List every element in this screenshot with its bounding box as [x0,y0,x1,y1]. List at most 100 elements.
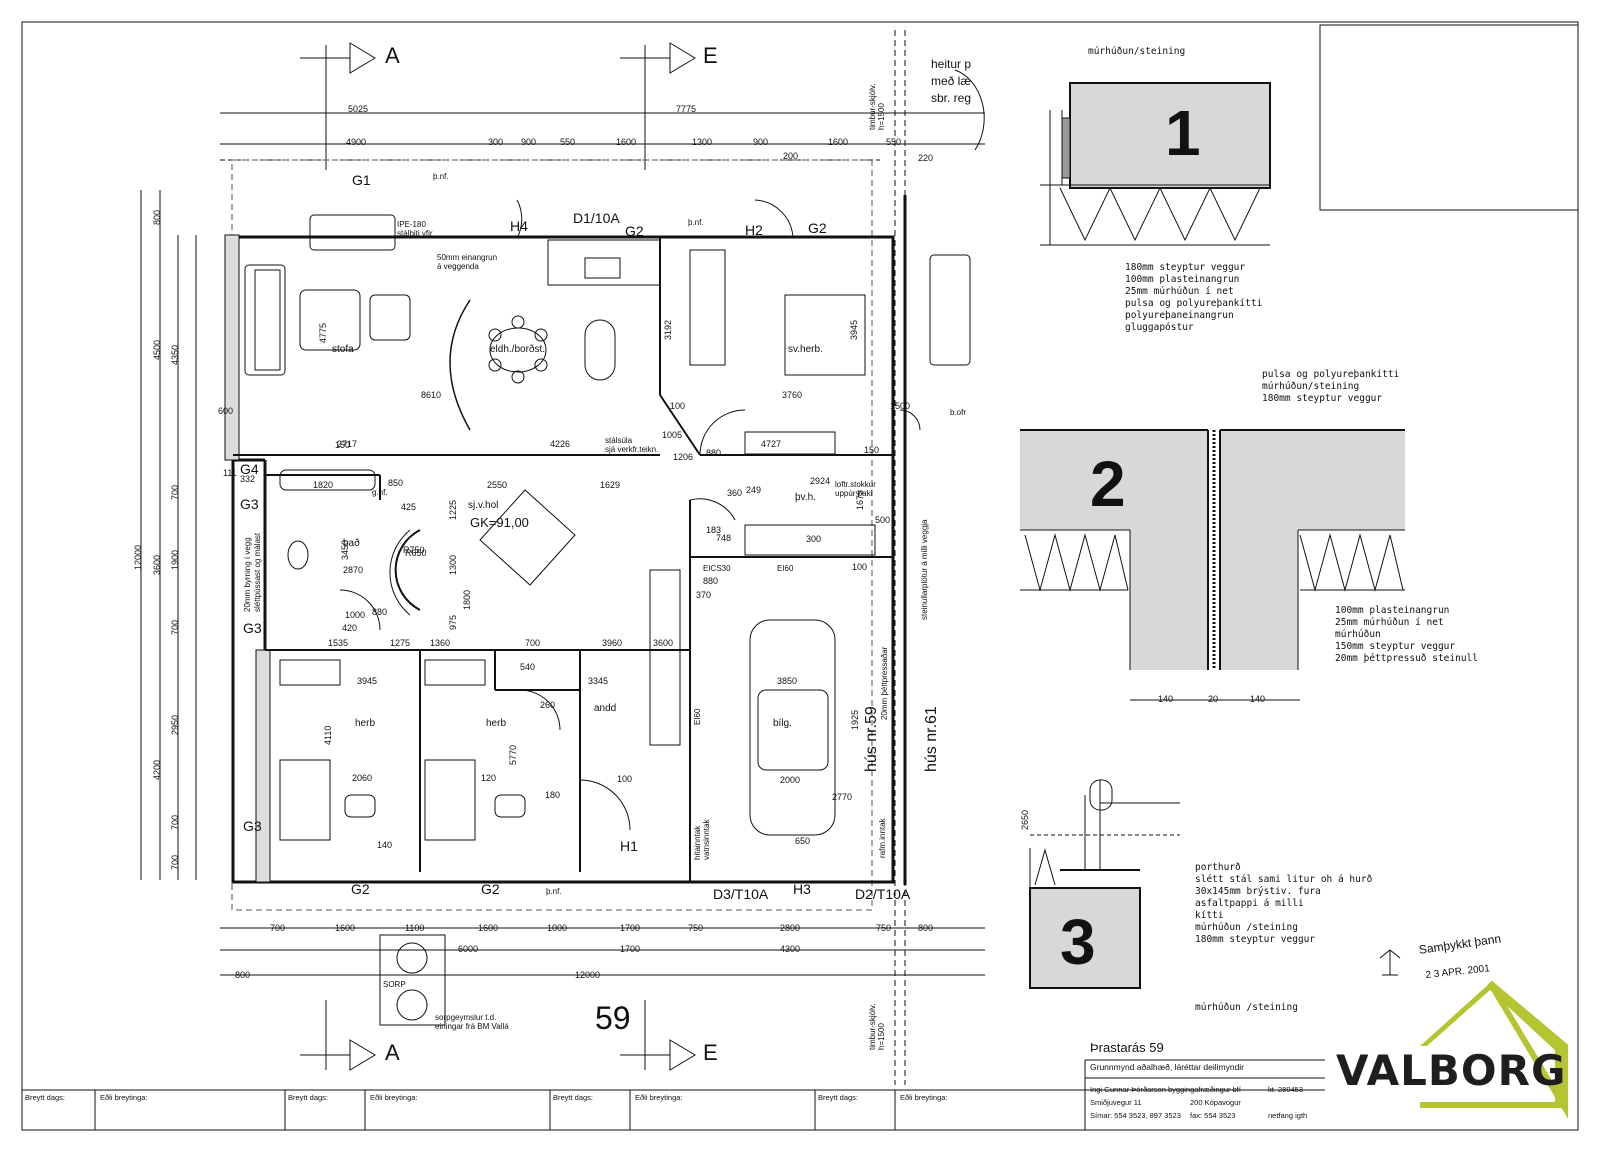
house-label-61: hús nr.61 [923,706,940,772]
designer-email: netfang igth [1268,1111,1308,1120]
dim-top-5025: 5025 [348,104,369,114]
room-label-bad: bað [343,538,360,549]
dim-975: 975 [448,614,458,630]
note-hitainntak: hitainntak [693,825,702,860]
note-heitur-3: sbr. reg [931,91,972,105]
dim-left-4350: 4350 [170,344,180,365]
dim-880c: 1275 [390,638,411,648]
dim-left-3600: 3600 [152,554,162,575]
detail-1-label-5: polyureþaneinangrun [1125,310,1234,321]
dim-111: 1000 [345,610,366,620]
note-einangrun: 50mm einangrun [437,253,498,262]
dim-60: 370 [696,590,712,600]
door-tag-d3: D3/T10A [713,886,769,902]
detail-3-label-5: kítti [1195,910,1224,921]
window-tag-g1: G1 [352,172,371,188]
detail-1-label-3: 25mm múrhúðun í net [1125,286,1234,297]
dim-1300: 1300 [448,554,458,575]
dim-540: 332 [240,474,256,484]
dim-260: 111 [223,468,237,478]
dim-bottom-12000: 12000 [575,970,601,980]
note-timbur-bottom: timbur-skjólv. [868,1003,877,1050]
dim-bottom-2800: 2800 [780,923,801,933]
exterior-walls [231,195,907,885]
window-tag-h4: H4 [510,218,528,234]
dim-850: 850 [388,478,404,488]
dim-bottom-6000: 6000 [458,944,479,954]
dim-3600: 3345 [588,676,609,686]
floor-level-gk: GK=91,00 [470,515,529,530]
dim-100: 100 [670,401,686,411]
dim-bottom-750b: 750 [876,923,892,933]
room-label-sjvhol: sj.v.hol [468,500,499,511]
section-cut-a-top [300,42,376,170]
dim-120a: 140 [377,840,393,850]
note-loft-2: uppúr þaki [835,489,873,498]
section-cut-label-e-bottom: E [703,1040,718,1065]
detail-2-dim-3: 140 [1250,694,1266,704]
dim-1800: 1800 [462,589,472,610]
dim-300: 300 [806,534,822,544]
window-tag-g3b: G3 [243,620,262,636]
dim-4226: 4226 [550,439,571,449]
dim-left-1900: 1900 [170,549,180,570]
dim-left-700a: 700 [170,484,180,500]
dim-8610: 8610 [421,390,442,400]
dim-bottom-1600: 1600 [335,923,356,933]
detail-1-label-6: gluggapóstur [1125,322,1194,333]
dim-top-7775: 7775 [676,104,697,114]
section-cut-a-bottom [300,1000,376,1071]
detail-1-label-1: 180mm steyptur veggur [1125,262,1246,273]
dim-top-550: 550 [560,137,576,147]
dim-top-1600b: 1600 [828,137,849,147]
dim-left-12000: 12000 [133,544,143,570]
dim-top-220: 220 [918,153,934,163]
window-tag-g2b: G2 [808,220,827,236]
dim-left-700c: 700 [170,814,180,830]
dim-bottom-1700b: 1700 [620,944,641,954]
dim-425: 425 [401,502,417,512]
dim-180: 600 [218,406,234,416]
window-tag-g3c: G3 [243,818,262,834]
note-bymming: 20mm byrning í vegg [243,537,252,612]
dim-left-4500: 4500 [152,339,162,360]
dim-1550: 1535 [328,638,349,648]
dim-183: 183 [706,525,722,535]
dim-3960: 3945 [357,676,378,686]
dim-4110: 3850 [777,676,798,686]
room-label-bilg: bílg. [773,718,792,729]
dim-left-4200: 4200 [152,759,162,780]
dim-3192: 3192 [663,319,673,340]
dim-R650: R650 [405,548,427,558]
dim-R750: R750 [403,545,425,555]
note-pettpressad: 20mm þéttpressaðar [880,646,889,720]
room-label-herb-1: herb [355,718,376,729]
valborg-logo-mark [1420,980,1568,1119]
dim-500: 500 [875,515,891,525]
dim-880b: 880 [372,607,388,617]
dim-top-900: 900 [521,137,537,147]
dim-3450: 3450 [340,539,350,560]
interior-walls [233,237,893,882]
note-timbur-top: timbur-skjólv. [868,83,877,130]
dim-2650: 120 [481,773,497,783]
window-tag-g2a: G2 [625,223,644,239]
detail-3-label-2: slétt stál sami litur oh á hurð [1195,874,1373,885]
note-sorp: SORP [383,980,406,989]
detail-1-label-4: pulsa og polyureþankítti [1125,298,1263,309]
dim-2924: 2924 [810,476,831,486]
dim-3945b: 4110 [323,725,333,745]
dim-top-1300: 1300 [692,137,713,147]
dim-2550: 2550 [487,480,508,490]
note-eics: EICS30 [703,564,731,573]
dim-700: 3600 [653,638,674,648]
dim-1275: 700 [525,638,541,648]
note-ei60: EI60 [777,564,794,573]
dim-332: 420 [342,623,358,633]
dim-5770: 1925 [850,709,860,730]
note-stalsula: stálsúla [605,436,633,445]
detail-3-drawing [1029,779,1180,989]
window-tag-g2d: G2 [481,881,500,897]
note-einingar: einingar frá BM Vallá [435,1022,509,1031]
